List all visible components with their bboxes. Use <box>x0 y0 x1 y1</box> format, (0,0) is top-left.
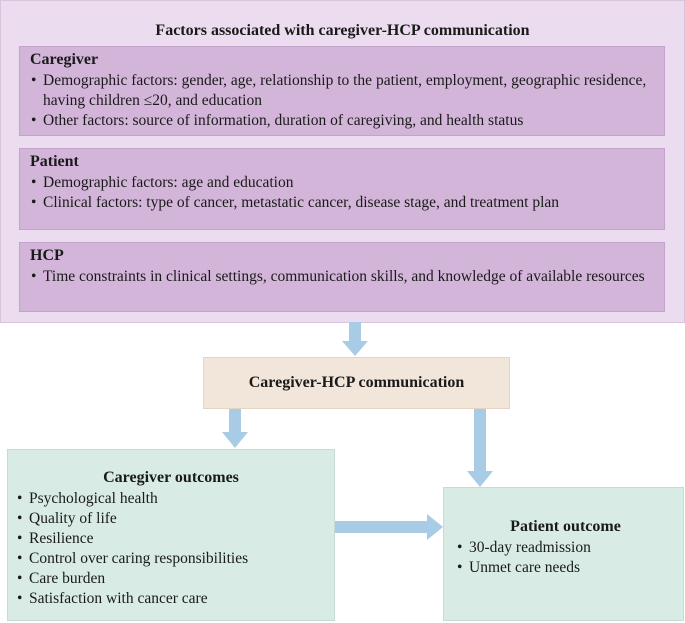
list-item: Quality of life <box>16 509 326 529</box>
communication-label: Caregiver-HCP communication <box>248 374 465 391</box>
hcp-factors-box: HCP Time constraints in clinical setting… <box>19 242 665 312</box>
caregiver-factor-list: Demographic factors: gender, age, relati… <box>30 71 654 131</box>
caregiver-heading: Caregiver <box>30 51 99 68</box>
list-item: Demographic factors: age and education <box>30 173 654 193</box>
patient-outcome-list: 30-day readmission Unmet care needs <box>456 538 675 578</box>
arrow-communication-to-patient-outcome <box>467 409 493 487</box>
caregiver-outcomes-list: Psychological health Quality of life Res… <box>16 489 326 609</box>
list-item: Psychological health <box>16 489 326 509</box>
factors-title: Factors associated with caregiver-HCP co… <box>155 22 530 39</box>
caregiver-outcomes-heading: Caregiver outcomes <box>103 469 239 486</box>
list-item: Clinical factors: type of cancer, metast… <box>30 193 654 213</box>
patient-heading: Patient <box>30 153 79 170</box>
patient-outcome-box: Patient outcome 30-day readmission Unmet… <box>443 487 684 621</box>
list-item: Other factors: source of information, du… <box>30 111 654 131</box>
factors-panel: Factors associated with caregiver-HCP co… <box>0 0 685 323</box>
list-item: 30-day readmission <box>456 538 675 558</box>
hcp-heading: HCP <box>30 247 64 264</box>
caregiver-outcomes-box: Caregiver outcomes Psychological health … <box>7 449 335 621</box>
list-item: Demographic factors: gender, age, relati… <box>30 71 654 111</box>
list-item: Satisfaction with cancer care <box>16 589 326 609</box>
caregiver-factors-box: Caregiver Demographic factors: gender, a… <box>19 46 665 136</box>
list-item: Time constraints in clinical settings, c… <box>30 267 654 287</box>
arrow-caregiver-to-patient-outcome <box>335 514 443 540</box>
hcp-factor-list: Time constraints in clinical settings, c… <box>30 267 654 287</box>
list-item: Unmet care needs <box>456 558 675 578</box>
arrow-factors-to-communication <box>342 322 368 356</box>
patient-factors-box: Patient Demographic factors: age and edu… <box>19 148 665 230</box>
communication-box: Caregiver-HCP communication <box>203 357 510 409</box>
list-item: Control over caring responsibilities <box>16 549 326 569</box>
list-item: Resilience <box>16 529 326 549</box>
patient-outcome-heading: Patient outcome <box>510 518 621 535</box>
patient-factor-list: Demographic factors: age and education C… <box>30 173 654 213</box>
list-item: Care burden <box>16 569 326 589</box>
arrow-communication-to-caregiver-outcomes <box>222 409 248 448</box>
